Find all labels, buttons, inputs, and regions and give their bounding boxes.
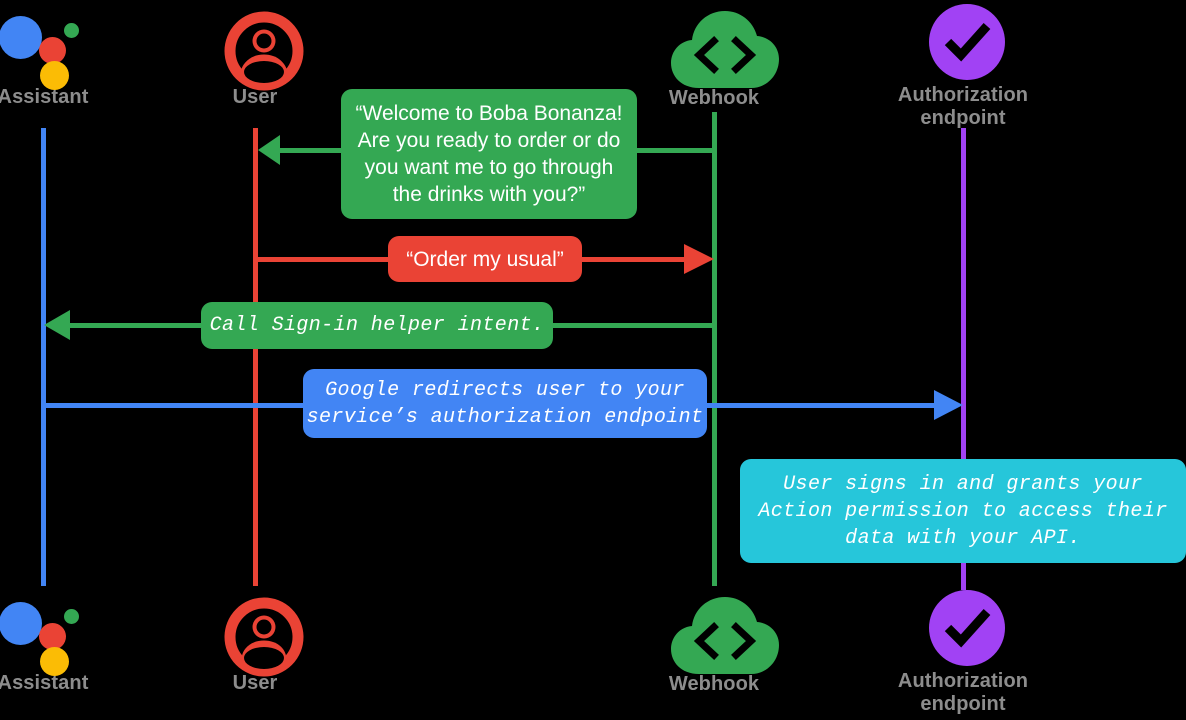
lifeline-authorization-endpoint <box>961 128 966 590</box>
message-box-order-my-usual: “Order my usual” <box>388 236 582 282</box>
assistant-yellow-dot-icon <box>40 61 69 90</box>
authorization-check-glyph <box>927 588 1007 673</box>
message-line: data with your API. <box>845 526 1081 550</box>
message-line: the drinks with you?” <box>392 183 586 206</box>
actor-webhook-bottom: Webhook <box>614 591 814 696</box>
lifeline-webhook <box>712 112 717 586</box>
actor-label-webhook-bottom: Webhook <box>668 673 760 695</box>
webhook-cloud-glyph <box>669 594 781 685</box>
actor-label-user-top: User <box>232 86 278 108</box>
message-line: Action permission to access their <box>758 499 1168 523</box>
assistant-red-dot-icon <box>39 623 66 650</box>
google-assistant-icon <box>0 594 143 676</box>
message-line: Are you ready to order or do <box>357 129 621 152</box>
webhook-cloud-glyph <box>669 8 781 99</box>
actor-label-authorization-endpoint-bottom: Authorization endpoint <box>897 670 1029 715</box>
authorization-check-icon <box>863 588 1063 670</box>
message-box-user-grants: User signs in and grants your Action per… <box>740 459 1186 563</box>
assistant-red-dot-icon <box>39 37 66 64</box>
assistant-blue-dot-icon <box>0 602 42 645</box>
arrowhead-signin-helper <box>44 310 70 340</box>
authorization-check-icon <box>863 2 1063 84</box>
message-line: you want me to go through <box>364 156 614 179</box>
message-line: service’s authorization endpoint <box>306 405 704 429</box>
message-box-signin-helper: Call Sign-in helper intent. <box>201 302 553 349</box>
actor-authorization-endpoint-bottom: Authorization endpoint <box>863 588 1063 716</box>
actor-webhook-top: Webhook <box>614 5 814 110</box>
user-avatar-icon <box>155 8 355 91</box>
actor-authorization-endpoint-top: Authorization endpoint <box>863 2 1063 130</box>
lifeline-user <box>253 128 258 586</box>
message-line: Google redirects user to your <box>325 378 685 402</box>
user-avatar-glyph <box>224 597 304 682</box>
actor-label-assistant-bottom: Assistant <box>0 672 89 694</box>
lifeline-assistant <box>41 128 46 586</box>
actor-assistant-top: Assistant <box>0 8 143 109</box>
webhook-cloud-icon <box>614 5 814 88</box>
arrowhead-welcome <box>258 135 280 165</box>
message-line: “Welcome to Boba Bonanza! <box>355 102 623 125</box>
message-line: User signs in and grants your <box>783 472 1143 496</box>
user-avatar-glyph <box>224 11 304 96</box>
actor-label-assistant-top: Assistant <box>0 86 89 108</box>
message-box-google-redirect: Google redirects user to your service’s … <box>303 369 707 438</box>
arrowhead-google-redirect <box>934 390 963 420</box>
assistant-blue-dot-icon <box>0 16 42 59</box>
actor-user-bottom: User <box>155 594 355 695</box>
actor-label-webhook-top: Webhook <box>668 87 760 109</box>
actor-assistant-bottom: Assistant <box>0 594 143 695</box>
authorization-check-glyph <box>927 2 1007 87</box>
assistant-yellow-dot-icon <box>40 647 69 676</box>
message-line: Call Sign-in helper intent. <box>209 314 545 337</box>
message-box-welcome: “Welcome to Boba Bonanza! Are you ready … <box>341 89 637 219</box>
actor-label-user-bottom: User <box>232 672 278 694</box>
user-avatar-icon <box>155 594 355 677</box>
message-line: “Order my usual” <box>406 247 564 271</box>
assistant-green-dot-icon <box>64 609 79 624</box>
assistant-green-dot-icon <box>64 23 79 38</box>
actor-label-authorization-endpoint-top: Authorization endpoint <box>897 84 1029 129</box>
google-assistant-icon <box>0 8 143 90</box>
arrowhead-order-my-usual <box>684 244 714 274</box>
webhook-cloud-icon <box>614 591 814 674</box>
actor-user-top: User <box>155 8 355 109</box>
